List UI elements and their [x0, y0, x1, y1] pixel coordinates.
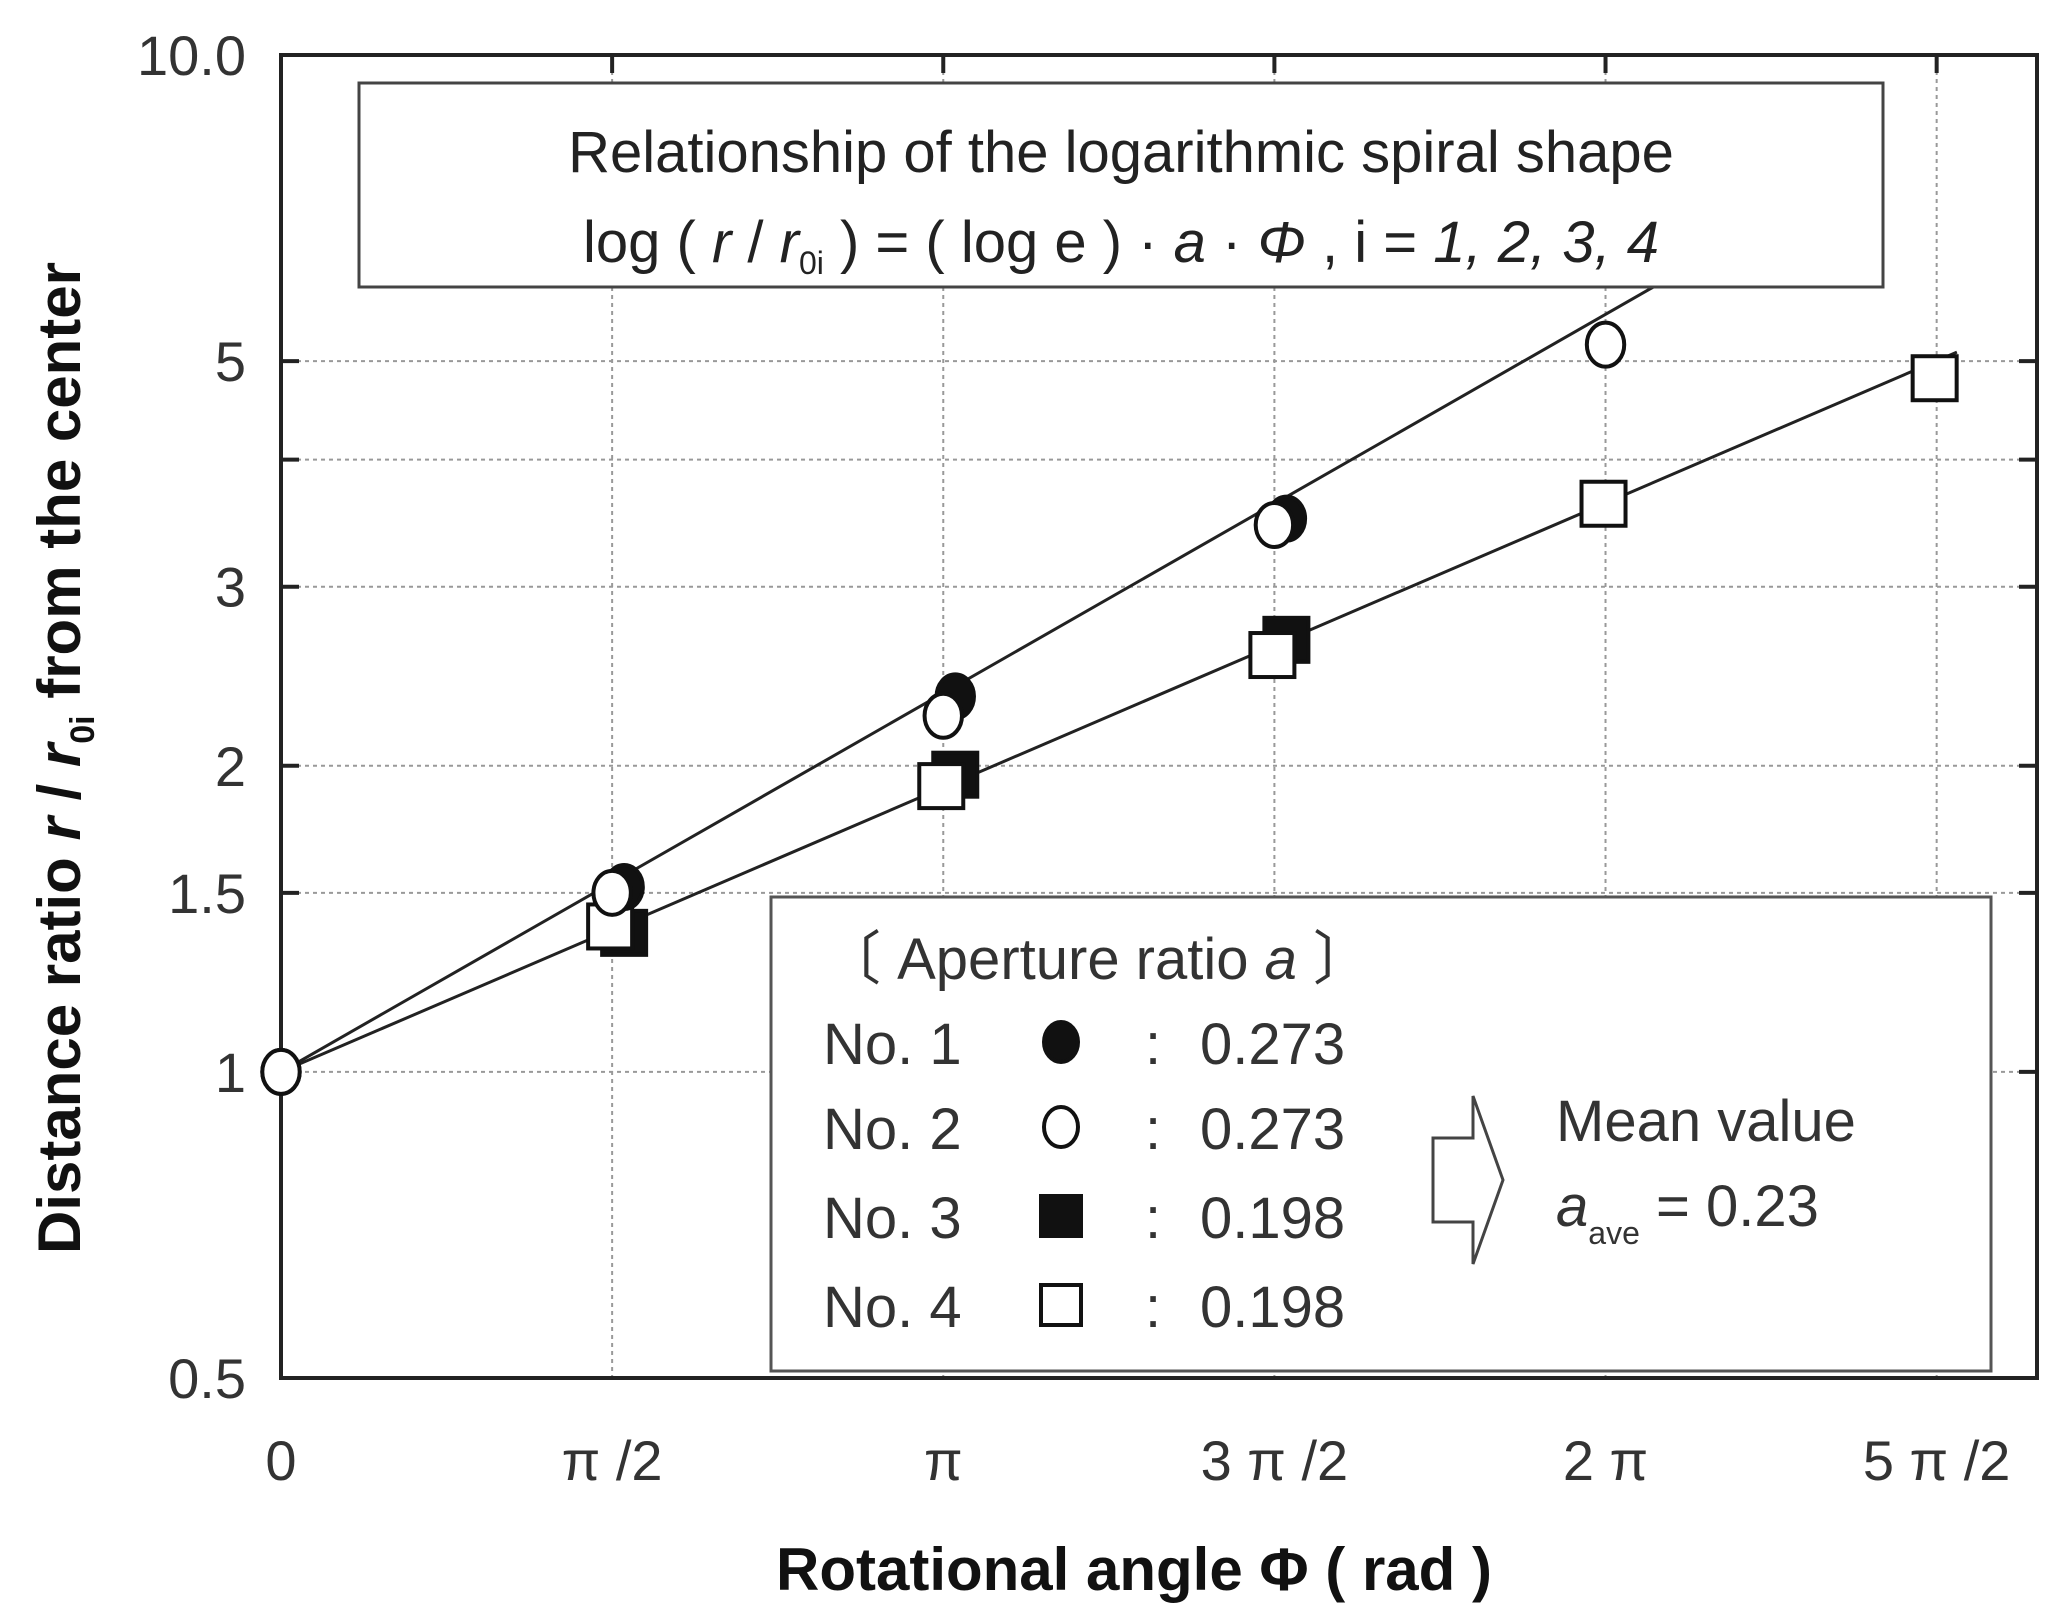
data-point-open-square [1579, 479, 1628, 528]
y-axis-label: Distance ratio r / r0i from the center [26, 262, 102, 1254]
fit-lines [280, 256, 1958, 1074]
title-box: Relationship of the logarithmic spiral s… [357, 81, 1885, 289]
x-tick-label: 3 π /2 [1201, 1429, 1349, 1492]
title-line: Relationship of the logarithmic spiral s… [568, 120, 1674, 185]
fit-line [280, 350, 1958, 1074]
legend-colon: : [1145, 1097, 1161, 1162]
legend-marker-filled-circle-icon [1042, 1020, 1080, 1064]
mean-value-label: Mean value [1556, 1089, 1856, 1154]
legend-series-name: No. 2 [823, 1097, 962, 1162]
legend-aperture-value: 0.273 [1200, 1012, 1345, 1077]
legend-colon: : [1145, 1012, 1161, 1077]
data-point-open-circle [922, 691, 964, 740]
y-tick-label: 5 [215, 330, 246, 393]
mean-value: aave = 0.23 [1556, 1174, 1819, 1251]
legend-series-name: No. 4 [823, 1275, 962, 1340]
y-tick-label: 10.0 [137, 24, 246, 87]
legend-marker-filled-square-icon [1039, 1194, 1083, 1238]
legend-colon: : [1145, 1275, 1161, 1340]
x-tick-label: 2 π [1563, 1429, 1648, 1492]
legend-aperture-value: 0.273 [1200, 1097, 1345, 1162]
x-tick-label: π /2 [562, 1429, 663, 1492]
y-tick-label: 0.5 [168, 1347, 246, 1410]
y-tick-label: 1 [215, 1041, 246, 1104]
data-point-open-circle [591, 868, 633, 917]
legend-marker-open-square-icon [1039, 1283, 1083, 1327]
x-tick-label: 0 [265, 1429, 296, 1492]
legend-colon: : [1145, 1186, 1161, 1251]
data-point-open-circle [1584, 320, 1627, 369]
data-point-open-circle [260, 1047, 302, 1096]
x-axis-label: Rotational angle Φ ( rad ) [776, 1536, 1492, 1603]
data-point-open-square [1248, 631, 1297, 680]
data-point-open-square [917, 762, 966, 811]
axis-ticks: 0 π /2 π 3 π /2 2 π 5 π /2 10.0 5 3 2 1.5 1 0.5 [137, 24, 2037, 1492]
arrow-right-icon [1431, 1095, 1505, 1265]
x-tick-label: 5 π /2 [1863, 1429, 2011, 1492]
y-tick-label: 3 [215, 556, 246, 619]
y-tick-label: 2 [215, 735, 246, 798]
legend-series-name: No. 1 [823, 1012, 962, 1077]
legend-aperture-value: 0.198 [1200, 1275, 1345, 1340]
data-point-open-square [1910, 354, 1959, 403]
data-point-open-circle [1253, 500, 1296, 549]
legend-aperture-value: 0.198 [1200, 1186, 1345, 1251]
y-tick-label: 1.5 [168, 862, 246, 925]
legend-marker-open-circle-icon [1042, 1105, 1080, 1149]
legend-series-name: No. 3 [823, 1186, 962, 1251]
legend-heading: 〔 Aperture ratio a 〕 [823, 927, 1371, 992]
fit-line [280, 256, 1705, 1074]
formula-line: log ( r / r0i ) = ( log e ) · a · Φ , i … [583, 210, 1659, 281]
data-points [260, 320, 1959, 1096]
x-tick-label: π [924, 1429, 963, 1492]
plot-frame [279, 53, 2039, 1380]
